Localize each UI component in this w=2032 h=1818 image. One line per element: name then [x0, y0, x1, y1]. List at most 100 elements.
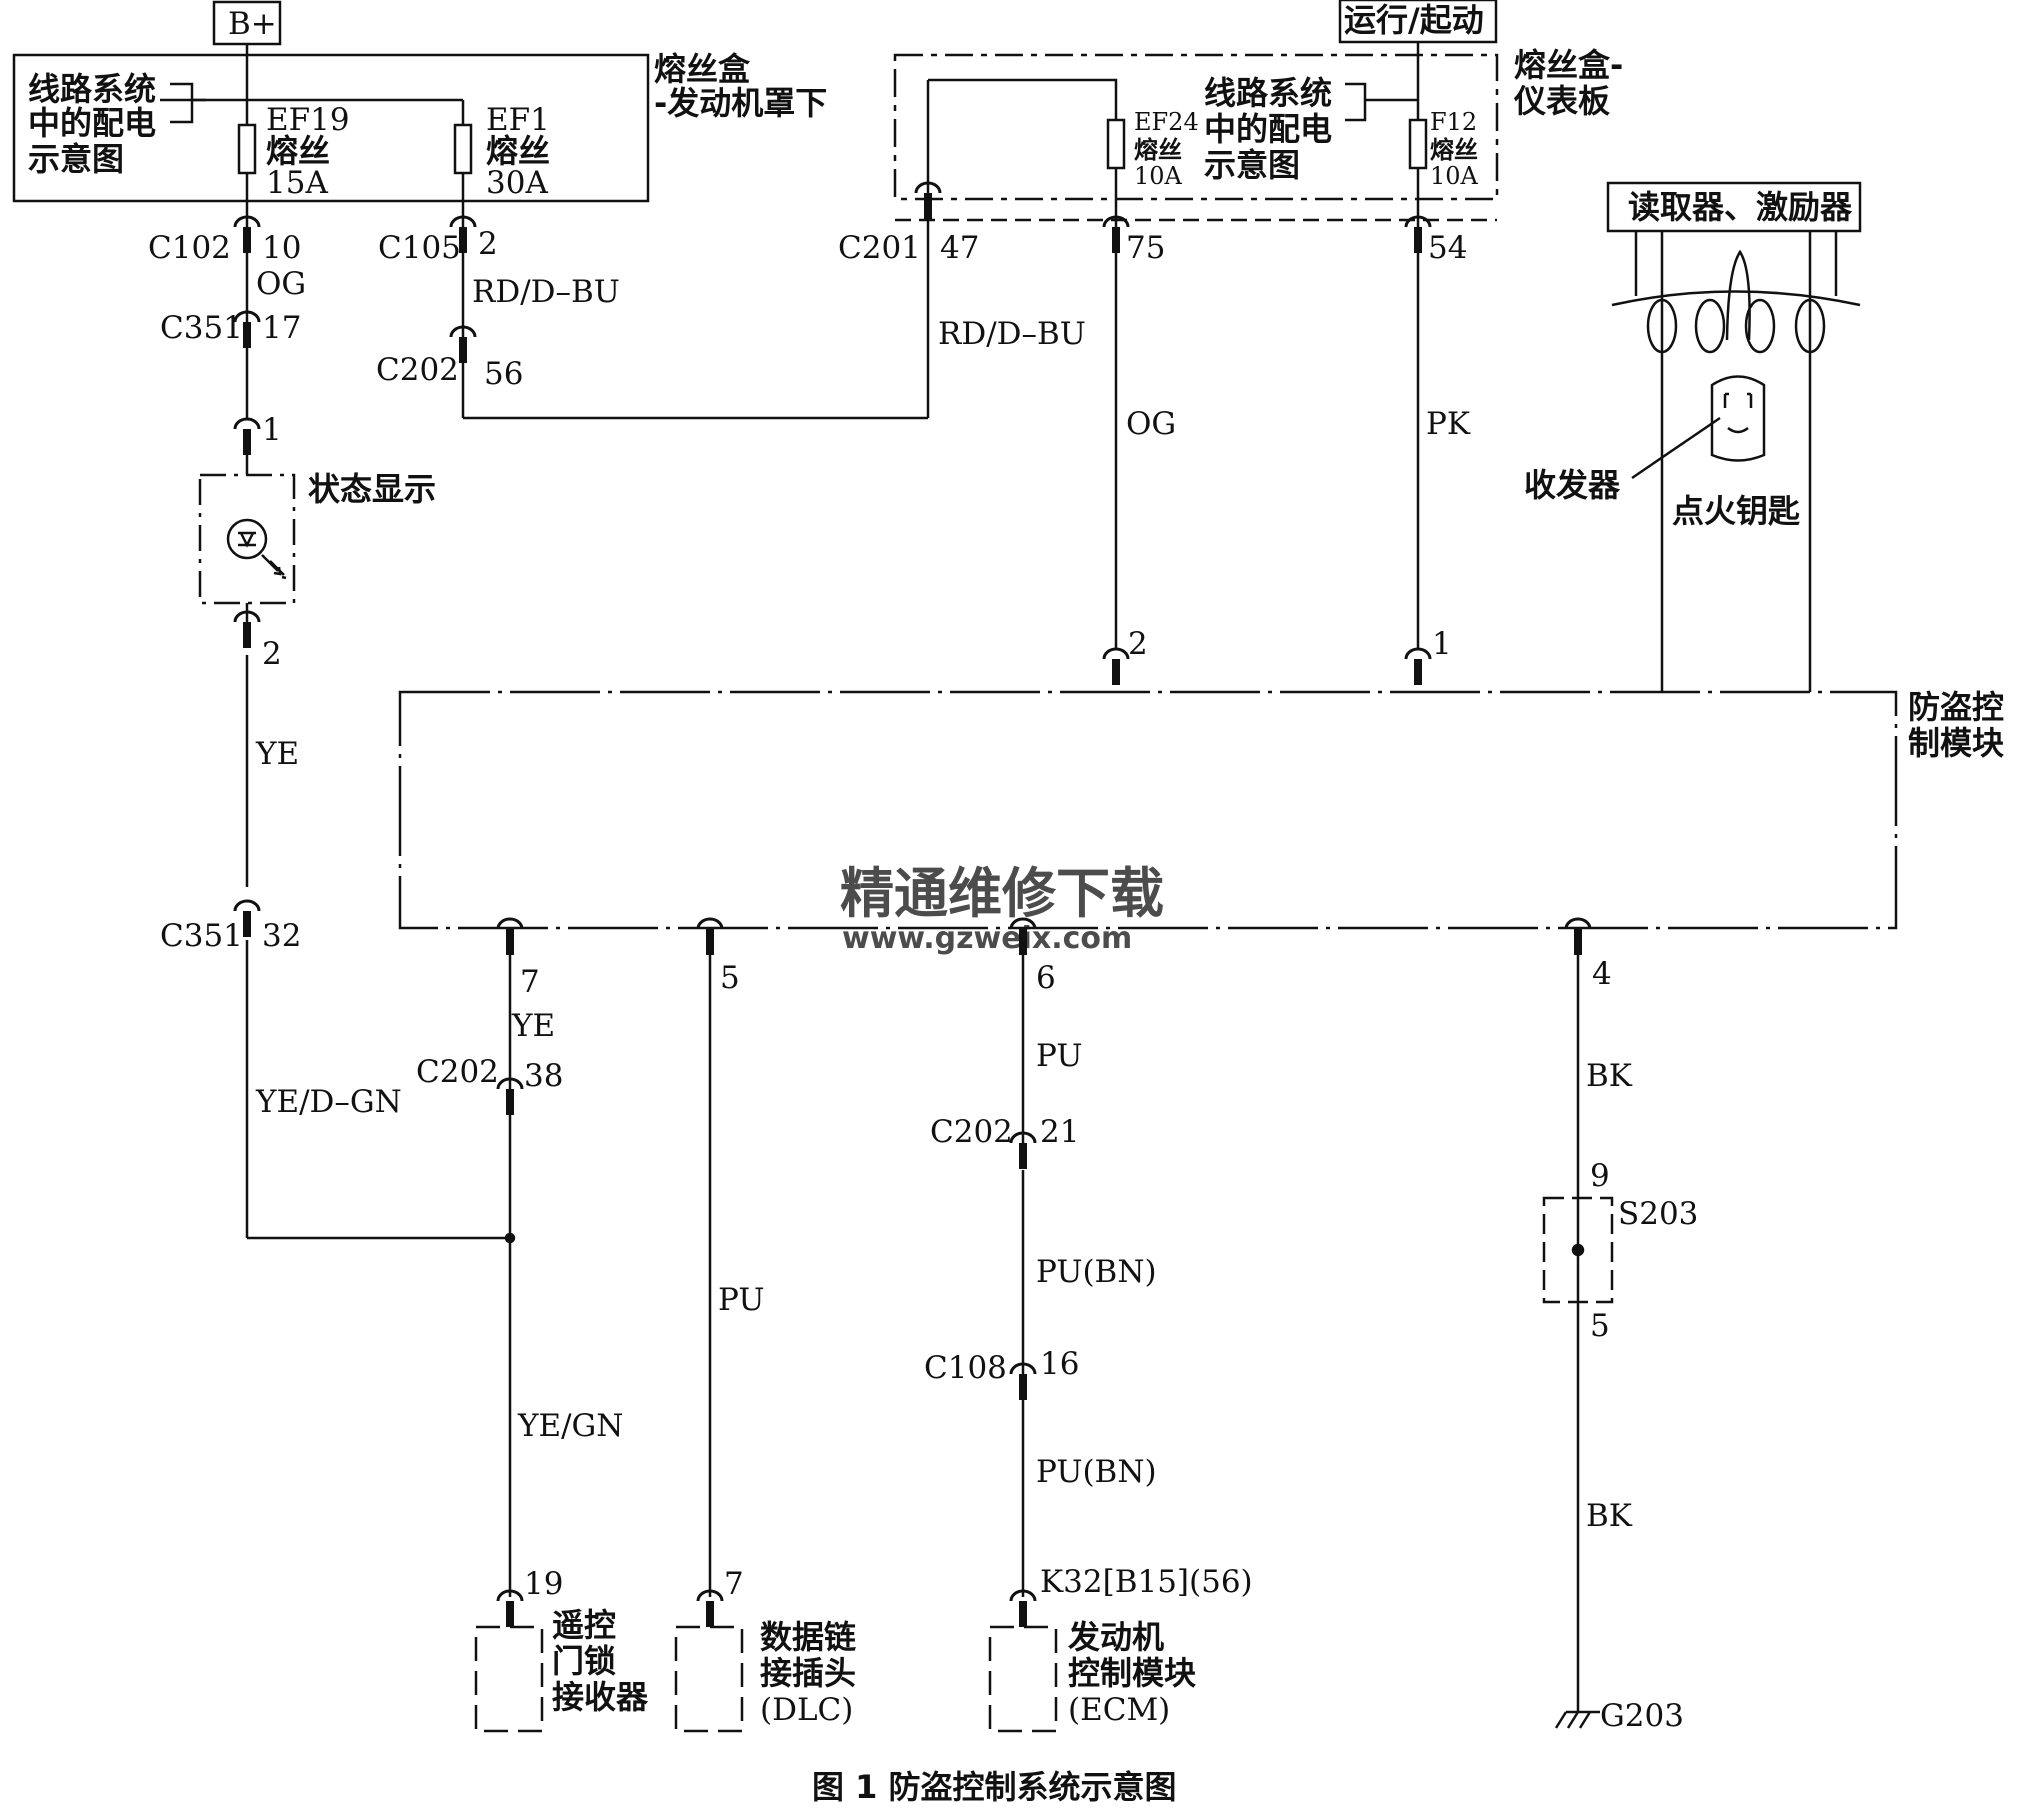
ef1-type: 熔丝 — [486, 132, 550, 170]
ignition-key-icon — [1710, 375, 1766, 462]
c202b-pin: 38 — [524, 1058, 563, 1094]
ecm-module — [988, 1625, 1058, 1733]
wire-ye-1: YE — [255, 736, 299, 772]
fuse-ef1 — [453, 123, 473, 175]
fuse-ef24 — [1106, 118, 1126, 170]
ignition-key-label: 点火钥匙 — [1672, 492, 1800, 530]
c105-name: C105 — [378, 230, 461, 266]
ecm-label-3: (ECM) — [1068, 1692, 1170, 1728]
ef1-name: EF1 — [486, 102, 550, 138]
rke-receiver — [474, 1625, 544, 1733]
wire-rd-dbu-1: RD/D–BU — [472, 274, 620, 310]
status-in-pin: 1 — [262, 412, 282, 448]
wire-pk: PK — [1426, 406, 1471, 442]
wire-og-1: OG — [256, 266, 306, 302]
ecm-label-2: 控制模块 — [1068, 1654, 1196, 1692]
wire-ye-2: YE — [511, 1008, 555, 1044]
wire-ye-dgn: YE/D–GN — [255, 1084, 402, 1120]
ecm-pin: K32[B15](56) — [1040, 1564, 1253, 1600]
wire-rd-dbu-2: RD/D–BU — [938, 316, 1086, 352]
module-pin-1: 1 — [1432, 626, 1452, 662]
reader-exciter-box — [1606, 181, 1862, 233]
ef24-name: EF24 — [1134, 108, 1199, 136]
ef19-type: 熔丝 — [266, 132, 330, 170]
figure-caption: 图 1 防盗控制系统示意图 — [812, 1768, 1177, 1806]
ground-label: G203 — [1600, 1698, 1684, 1734]
c202c-pin: 21 — [1040, 1114, 1079, 1150]
module-pin-7: 7 — [520, 964, 540, 1000]
status-display-label: 状态显示 — [308, 470, 436, 508]
f12-name: F12 — [1430, 108, 1477, 136]
wire-pu-bn-1: PU(BN) — [1036, 1254, 1157, 1290]
fuse-box-engine — [12, 53, 650, 203]
wire-bk-2: BK — [1586, 1498, 1633, 1534]
c201-name: C201 — [838, 230, 921, 266]
c102-name: C102 — [148, 230, 231, 266]
dash-ref-line2: 中的配电 — [1204, 110, 1332, 148]
fuse-box-dash — [893, 53, 1499, 201]
engine-ref-line1: 线路系统 — [28, 70, 156, 108]
status-out-pin: 2 — [262, 636, 282, 672]
rke-label-3: 接收器 — [552, 1678, 649, 1716]
reader-label: 读取器、激励器 — [1628, 188, 1853, 226]
c351b-pin: 32 — [262, 918, 301, 954]
engine-ref-line2: 中的配电 — [28, 104, 156, 142]
module-pin-4: 4 — [1592, 956, 1612, 992]
run-start-label: 运行/起动 — [1344, 1, 1484, 39]
dlc-label-3: (DLC) — [760, 1692, 853, 1728]
fuse-f12 — [1408, 118, 1428, 170]
ef1-rating: 30A — [486, 165, 548, 201]
pin-75: 75 — [1126, 230, 1165, 266]
rke-label-2: 门锁 — [552, 1642, 616, 1680]
ef19-rating: 15A — [266, 165, 328, 201]
f12-type: 熔丝 — [1430, 135, 1478, 164]
dash-ref-line3: 示意图 — [1204, 146, 1300, 184]
c202b-name: C202 — [416, 1054, 499, 1090]
c202a-pin: 56 — [484, 356, 523, 392]
wire-pu-bn-2: PU(BN) — [1036, 1454, 1157, 1490]
engine-ref-line3: 示意图 — [28, 140, 124, 178]
fuse-box-dash-title-1: 熔丝盒- — [1514, 46, 1623, 84]
s203-pin-out: 5 — [1590, 1308, 1610, 1344]
pin-54: 54 — [1428, 230, 1467, 266]
c201-pin: 47 — [940, 230, 979, 266]
c105-pin: 2 — [478, 226, 498, 262]
ef24-rating: 10A — [1134, 162, 1183, 190]
wire-bk-1: BK — [1586, 1058, 1633, 1094]
fuse-box-engine-title-2: -发动机罩下 — [654, 84, 827, 122]
c351a-name: C351 — [160, 310, 243, 346]
f12-rating: 10A — [1430, 162, 1479, 190]
module-pin-6: 6 — [1036, 960, 1056, 996]
ground-icon — [1554, 1710, 1600, 1729]
c351a-pin: 17 — [262, 310, 301, 346]
wire-pu-2: PU — [1036, 1038, 1082, 1074]
module-pin-2: 2 — [1128, 626, 1148, 662]
wire-pu-1: PU — [718, 1282, 764, 1318]
ecm-label-1: 发动机 — [1068, 1618, 1164, 1656]
c202a-name: C202 — [376, 352, 459, 388]
rke-label-1: 遥控 — [552, 1606, 616, 1644]
dash-ref-line1: 线路系统 — [1204, 74, 1332, 112]
dlc-pin: 7 — [724, 1566, 744, 1602]
module-label-1: 防盗控 — [1908, 688, 2004, 726]
wire-ye-gn: YE/GN — [517, 1408, 623, 1444]
c108-pin: 16 — [1040, 1346, 1079, 1382]
dlc-label-2: 接插头 — [760, 1654, 856, 1692]
c102-pin: 10 — [262, 230, 301, 266]
ef19-name: EF19 — [266, 102, 350, 138]
s203-name: S203 — [1618, 1196, 1698, 1232]
dlc-connector — [674, 1625, 744, 1733]
dlc-label-1: 数据链 — [760, 1618, 856, 1656]
module-label-2: 制模块 — [1908, 724, 2004, 762]
fuse-ef19 — [237, 123, 257, 175]
transceiver-label: 收发器 — [1524, 466, 1621, 504]
anti-theft-module — [398, 690, 1898, 930]
c351b-name: C351 — [160, 918, 243, 954]
module-pin-5: 5 — [720, 960, 740, 996]
watermark-line1: 精通维修下载 — [840, 862, 1164, 925]
fuse-box-engine-title-1: 熔丝盒 — [654, 50, 751, 88]
rke-pin: 19 — [524, 1566, 563, 1602]
wire-og-2: OG — [1126, 406, 1176, 442]
status-display-lamp — [198, 473, 296, 605]
c108-name: C108 — [924, 1350, 1007, 1386]
